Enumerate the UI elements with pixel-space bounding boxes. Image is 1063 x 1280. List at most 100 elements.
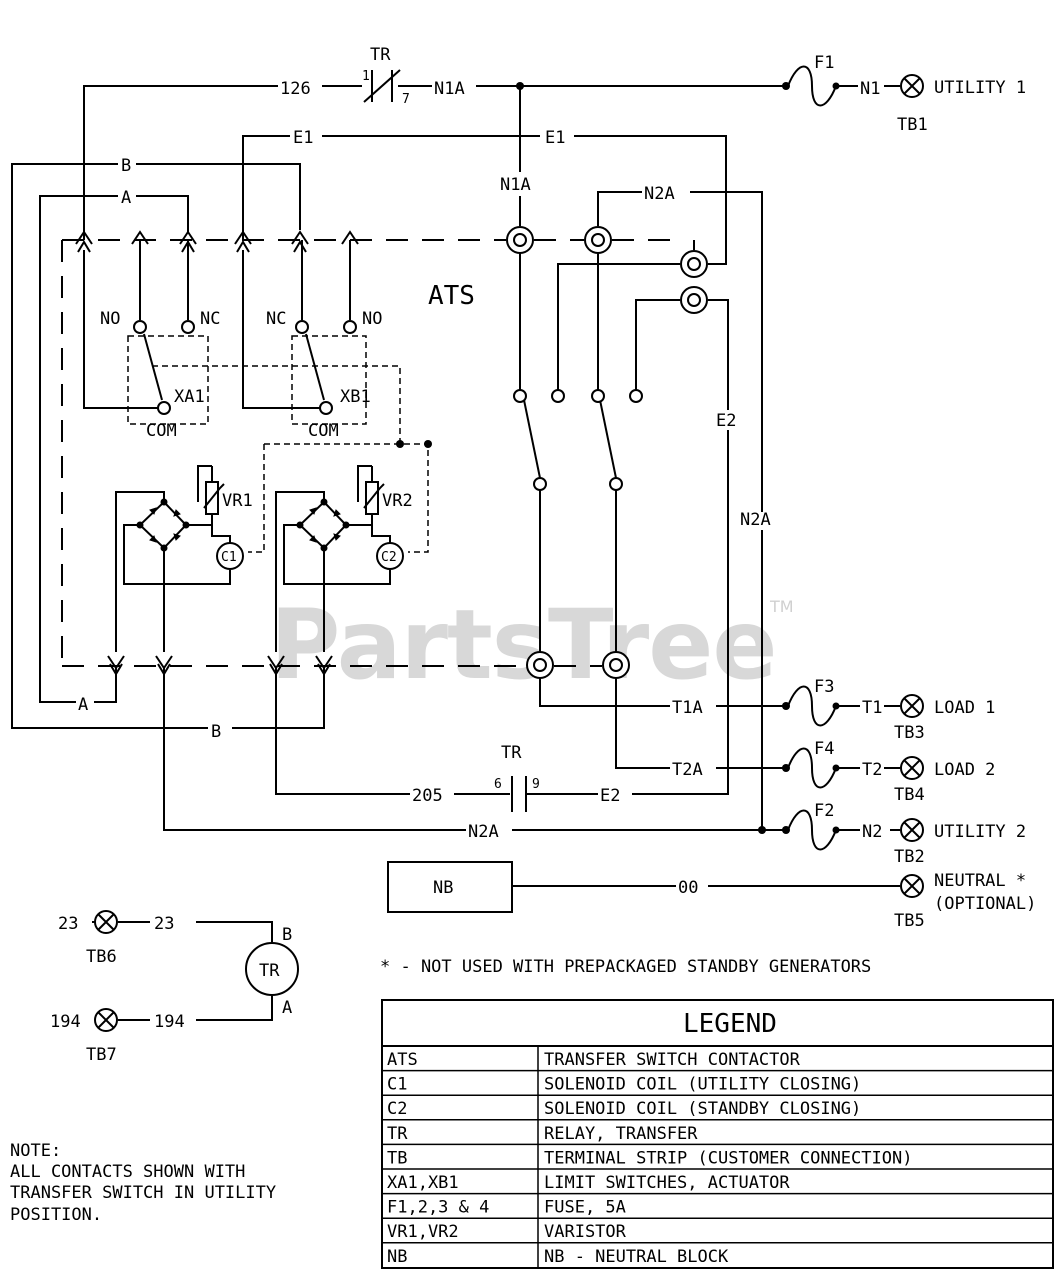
- tb6-wire: 23: [58, 914, 78, 934]
- note: NOTE: ALL CONTACTS SHOWN WITH TRANSFER S…: [10, 1141, 276, 1225]
- fuse-f2-label: F2: [814, 801, 834, 821]
- relay-contact-bottom: [511, 776, 527, 812]
- neutral-block-label: NB: [433, 878, 453, 898]
- coil-c1: [216, 542, 244, 570]
- terminal-tb5: TB5: [894, 911, 925, 931]
- relay-bottom-pin9: 9: [532, 777, 540, 792]
- terminal-labels: UTILITY 1 TB1 LOAD 1 TB3 LOAD 2 TB4 UTIL…: [50, 78, 1036, 1065]
- switch-xa1: XA1: [174, 387, 205, 407]
- terminal-tb1: TB1: [897, 115, 928, 135]
- relay-top-pin1: 1: [362, 69, 370, 84]
- footnote: * - NOT USED WITH PREPACKAGED STANDBY GE…: [380, 957, 871, 977]
- neutral-block: [387, 861, 513, 913]
- label-126: 126: [280, 79, 311, 99]
- switch-labels: NO NC NC NO XA1 XB1 COM COM: [100, 309, 382, 441]
- connector-arrows-top: [75, 230, 359, 253]
- label-n2: N2: [862, 822, 882, 842]
- relay-top-pin7: 7: [402, 92, 410, 107]
- fuse-f4: [787, 747, 840, 789]
- relay-coil-a: A: [282, 998, 292, 1018]
- terminal-tb2: TB2: [894, 847, 925, 867]
- label-n2a-bottom: N2A: [468, 822, 499, 842]
- label-e2-bottom: E2: [600, 786, 620, 806]
- terminal-load1: LOAD 1: [934, 698, 995, 718]
- label-n1: N1: [860, 79, 880, 99]
- tb6-label: TB6: [86, 947, 117, 967]
- terminal-load2: LOAD 2: [934, 760, 995, 780]
- fuse-f1-label: F1: [814, 53, 834, 73]
- label-e1-right: E1: [545, 128, 565, 148]
- label-t1a: T1A: [672, 698, 703, 718]
- note-line-4: POSITION.: [10, 1205, 102, 1225]
- junction-dots: [396, 82, 790, 834]
- varistor-vr2: [363, 481, 385, 515]
- coil-c1-label: C1: [221, 550, 237, 565]
- legend-description: TERMINAL STRIP (CUSTOMER CONNECTION): [544, 1148, 912, 1168]
- switch-nc1: NC: [200, 309, 220, 329]
- watermark-tm: TM: [769, 597, 794, 616]
- legend-code: ATS: [387, 1050, 418, 1070]
- label-e2-right: E2: [716, 411, 736, 431]
- legend-title: LEGEND: [683, 1009, 777, 1039]
- legend-code: F1,2,3 & 4: [387, 1198, 489, 1218]
- varistor-labels: VR1 VR2 C1 C2: [221, 491, 413, 565]
- note-line-1: NOTE:: [10, 1141, 61, 1161]
- label-194: 194: [154, 1012, 185, 1032]
- ats-label: ATS: [428, 281, 475, 311]
- coil-c2: [376, 542, 404, 570]
- relay-top-label: TR: [370, 45, 391, 65]
- legend-code: XA1,XB1: [387, 1173, 459, 1193]
- note-line-3: TRANSFER SWITCH IN UTILITY: [10, 1183, 276, 1203]
- terminal-symbols: [94, 74, 924, 1032]
- terminal-neutral-optional: (OPTIONAL): [934, 894, 1036, 914]
- watermark: PartsTree: [270, 589, 776, 701]
- legend-code: TB: [387, 1148, 407, 1168]
- label-e1-left: E1: [293, 128, 313, 148]
- terminal-utility1: UTILITY 1: [934, 78, 1026, 98]
- switch-no1: NO: [100, 309, 120, 329]
- switch-no2: NO: [362, 309, 382, 329]
- label-b-top: B: [121, 156, 131, 176]
- varistor-vr1-label: VR1: [222, 491, 253, 511]
- label-a-top: A: [121, 188, 131, 208]
- fuse-labels: F1 F3 F4 F2: [814, 53, 834, 821]
- connector-arrows-bottom: [107, 655, 333, 676]
- bridge-rectifier-1: [136, 498, 190, 552]
- legend-code: C1: [387, 1075, 407, 1095]
- label-23: 23: [154, 914, 174, 934]
- fuse-f3: [787, 685, 840, 727]
- coil-c2-label: C2: [381, 550, 397, 565]
- legend-description: SOLENOID COIL (STANDBY CLOSING): [544, 1099, 861, 1119]
- terminal-utility2: UTILITY 2: [934, 822, 1026, 842]
- relay-bottom-pin6: 6: [494, 777, 502, 792]
- label-00: 00: [678, 878, 698, 898]
- fuse-f4-label: F4: [814, 739, 834, 759]
- label-n2a-right: N2A: [740, 510, 771, 530]
- label-n1a: N1A: [434, 79, 465, 99]
- legend-description: SOLENOID COIL (UTILITY CLOSING): [544, 1075, 861, 1095]
- mechanical-links: [61, 239, 680, 667]
- tb7-label: TB7: [86, 1045, 117, 1065]
- switch-com1: COM: [146, 421, 177, 441]
- label-n1a-drop: N1A: [500, 175, 531, 195]
- legend-code: TR: [387, 1124, 408, 1144]
- legend-description: LIMIT SWITCHES, ACTUATOR: [544, 1173, 790, 1193]
- relay-bottom-label: TR: [501, 743, 522, 763]
- legend-description: NB - NEUTRAL BLOCK: [544, 1247, 729, 1267]
- label-205: 205: [412, 786, 443, 806]
- terminal-tb4: TB4: [894, 785, 925, 805]
- wire-labels: ATS 126 N1A N1A N1 E1 E1 B A A B N2A E2 …: [78, 79, 882, 1032]
- varistor-vr2-label: VR2: [382, 491, 413, 511]
- switch-levers: [143, 240, 325, 401]
- switch-nc2: NC: [266, 309, 286, 329]
- note-line-2: ALL CONTACTS SHOWN WITH: [10, 1162, 245, 1182]
- label-t1: T1: [862, 698, 882, 718]
- legend-description: FUSE, 5A: [544, 1198, 626, 1218]
- terminal-tb3: TB3: [894, 723, 925, 743]
- bridge-rectifier-2: [296, 498, 350, 552]
- legend-code: C2: [387, 1099, 407, 1119]
- wires: [11, 85, 900, 1021]
